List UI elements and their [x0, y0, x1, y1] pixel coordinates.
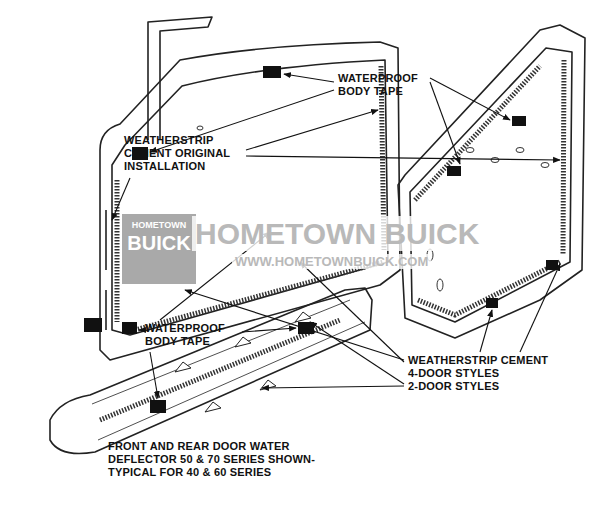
leader-line [520, 264, 560, 352]
cement-strip [115, 180, 120, 322]
deflector-tab [205, 402, 221, 412]
deflector-tab [235, 337, 251, 347]
watermark-url: WWW.HOMETOWNBUICK.COM [232, 254, 431, 269]
deflector-fold [92, 300, 365, 440]
body-tape [122, 322, 137, 334]
part-label: WEATHERSTRIP CEMENT 4-DOOR STYLES [408, 354, 560, 380]
leader-line [139, 329, 142, 330]
door-hole [197, 126, 203, 130]
cement-strip [418, 262, 560, 315]
cement-strip [563, 60, 564, 255]
part-label: 2-DOOR STYLES [408, 380, 499, 393]
door-hole [516, 148, 524, 153]
body-tape [298, 322, 314, 334]
leader-line [300, 262, 404, 362]
body-tape [512, 116, 526, 126]
logo-text: BUICK [126, 231, 192, 255]
logo-text: HOMETOWN [126, 220, 192, 231]
rear-door-inner-panel [410, 48, 572, 322]
part-label: WATERPROOF BODY TAPE [338, 72, 430, 98]
cement-strip [415, 66, 540, 200]
watermark-logo: HOMETOWNBUICK [122, 214, 196, 284]
leader-line [480, 310, 492, 352]
cement-strip [100, 320, 340, 420]
leader-line [430, 78, 510, 120]
body-tape [546, 260, 558, 270]
deflector-tab [295, 312, 311, 322]
rear-door-outline [398, 25, 585, 338]
body-tape [263, 66, 281, 78]
front-door-inner-panel [112, 60, 388, 335]
window-frame [148, 17, 212, 140]
part-label: WEATHERSTRIP CEMENT ORIGINAL INSTALLATIO… [124, 134, 248, 173]
watermark-text: HOMETOWN BUICK [192, 216, 482, 251]
water-deflector [50, 288, 372, 454]
part-label: WATERPROOF BODY TAPE [145, 322, 241, 348]
door-hole [541, 163, 549, 168]
door-hole [437, 279, 443, 291]
leader-line [310, 322, 404, 384]
door-hole [491, 158, 499, 163]
leader-line [262, 386, 404, 388]
leader-line [246, 156, 560, 160]
leader-line [430, 82, 460, 164]
leader-line [150, 352, 158, 398]
figure-caption: FRONT AND REAR DOOR WATER DEFLECTOR 50 &… [108, 440, 358, 479]
body-tape [486, 298, 498, 308]
deflector-tab [175, 362, 191, 372]
body-tape [150, 400, 166, 413]
leader-line [242, 328, 296, 332]
body-tape [447, 166, 461, 176]
leader-line [246, 110, 378, 150]
door-hole [466, 148, 474, 153]
body-tape [84, 318, 102, 332]
leader-line [284, 74, 334, 82]
door-edge [105, 210, 107, 330]
